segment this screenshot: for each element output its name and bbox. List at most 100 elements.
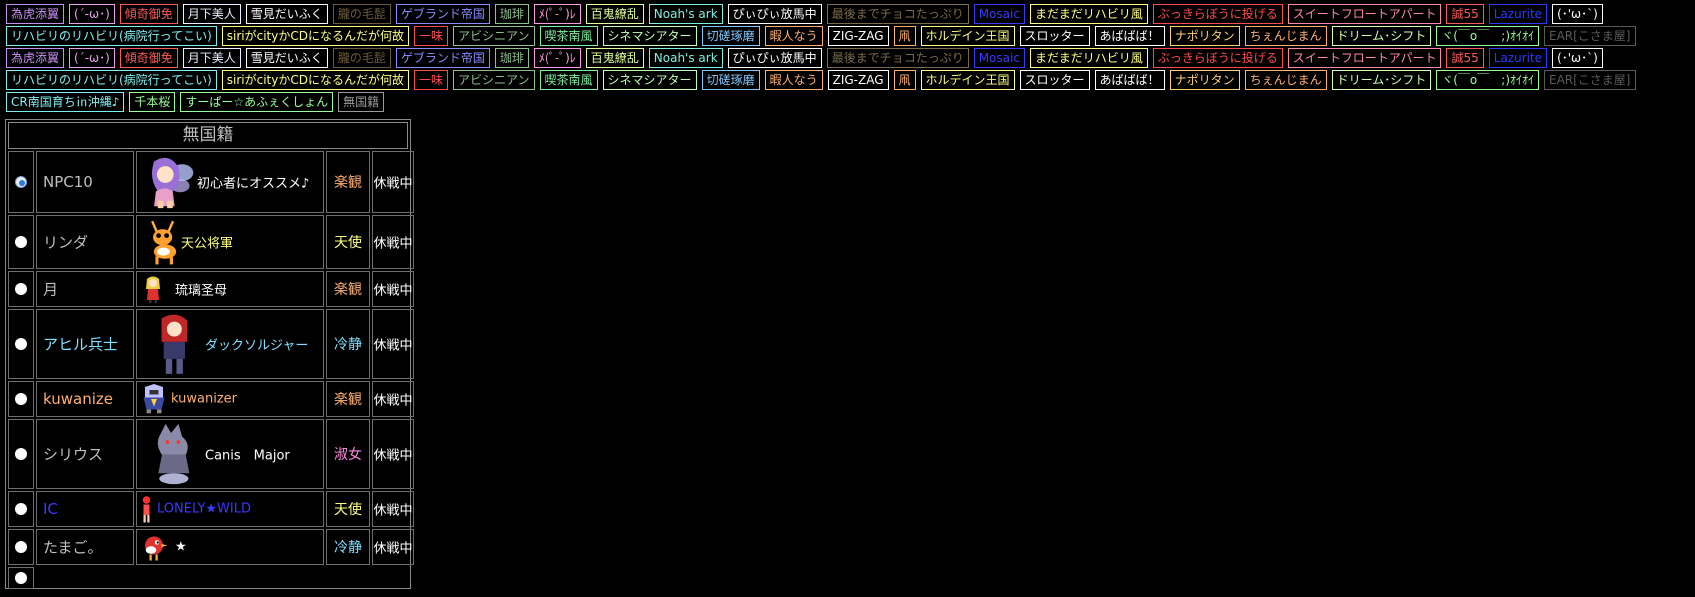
player-message: Canis Major bbox=[205, 448, 290, 464]
country-tag[interactable]: 傾奇御免 bbox=[119, 48, 178, 68]
country-tag[interactable]: ぴぃぴぃ放馬中 bbox=[727, 4, 822, 24]
country-tag[interactable]: 暇人なう bbox=[764, 70, 823, 90]
country-tag[interactable]: まだまだリハビリ風 bbox=[1029, 48, 1148, 68]
status-cell: 休戦中 bbox=[372, 309, 414, 379]
country-tag[interactable]: 雪見だいふく bbox=[245, 4, 328, 24]
select-radio[interactable] bbox=[15, 338, 27, 350]
player-name: シリウス bbox=[43, 445, 104, 464]
country-tag[interactable]: 一味 bbox=[413, 26, 448, 46]
wolf-sprite bbox=[151, 422, 193, 486]
country-tag[interactable]: 百鬼繚乱 bbox=[585, 4, 644, 24]
country-tag[interactable]: スロッター bbox=[1019, 70, 1090, 90]
country-tag[interactable]: まだまだリハビリ風 bbox=[1029, 4, 1148, 24]
country-tag[interactable]: あばばば！ bbox=[1094, 26, 1165, 46]
country-tag[interactable]: シネマシアター bbox=[602, 70, 697, 90]
panel-title: 無国籍 bbox=[8, 122, 408, 149]
country-tag[interactable]: ちぇんじまん bbox=[1244, 70, 1327, 90]
country-tag[interactable]: ZIG-ZAG bbox=[827, 26, 889, 46]
country-tag[interactable]: ドリーム･シフト bbox=[1331, 70, 1432, 90]
country-tag[interactable]: ゲブランド帝国 bbox=[395, 48, 490, 68]
select-radio[interactable] bbox=[15, 393, 27, 405]
country-tag[interactable]: 珈琲 bbox=[494, 48, 529, 68]
country-tag[interactable]: 百鬼繚乱 bbox=[585, 48, 644, 68]
country-tag[interactable]: 月下美人 bbox=[182, 4, 241, 24]
player-status: 休戦中 bbox=[373, 176, 413, 192]
country-tag[interactable]: EAR[こさま屋] bbox=[1544, 70, 1636, 90]
country-tag[interactable]: 喫茶南風 bbox=[539, 26, 598, 46]
country-tag[interactable]: ﾒ(ﾟ-ﾟ)ﾚ bbox=[533, 48, 581, 68]
country-tag[interactable]: ナポリタン bbox=[1169, 26, 1240, 46]
country-tag[interactable]: 月下美人 bbox=[182, 48, 241, 68]
country-tag[interactable]: 凧 bbox=[893, 26, 916, 46]
select-radio[interactable] bbox=[15, 236, 27, 248]
country-tag[interactable]: ドリーム･シフト bbox=[1331, 26, 1432, 46]
select-radio[interactable] bbox=[15, 448, 27, 460]
country-tag[interactable]: アビシニアン bbox=[453, 26, 535, 46]
country-tag[interactable]: ヾ(￣o￣ ;)ｵｲｵｲ bbox=[1436, 26, 1539, 46]
country-tag[interactable]: ホルデイン王国 bbox=[920, 70, 1015, 90]
country-tag[interactable]: リハビリのリハビリ(病院行ってこい) bbox=[6, 70, 217, 90]
country-tag[interactable]: 凧 bbox=[893, 70, 916, 90]
country-tag[interactable]: スイートフロートアパート bbox=[1287, 48, 1442, 68]
country-tag[interactable]: 切磋琢磨 bbox=[701, 26, 760, 46]
country-tag[interactable]: 雪見だいふく bbox=[245, 48, 328, 68]
country-tag[interactable]: 誠55 bbox=[1446, 4, 1484, 24]
country-tag[interactable]: 千本桜 bbox=[129, 92, 176, 112]
player-trait: 楽観 bbox=[334, 175, 362, 191]
country-tag[interactable]: ﾒ(ﾟ-ﾟ)ﾚ bbox=[533, 4, 581, 24]
country-tag[interactable]: 為虎添翼 bbox=[6, 4, 65, 24]
country-tag[interactable]: 切磋琢磨 bbox=[701, 70, 760, 90]
country-tag[interactable]: ZIG-ZAG bbox=[827, 70, 889, 90]
country-tag[interactable]: ぶっきらぼうに投げる bbox=[1152, 4, 1283, 24]
country-tag[interactable]: 為虎添翼 bbox=[6, 48, 65, 68]
country-tag[interactable]: (･'ω･`) bbox=[1552, 48, 1603, 68]
country-tag[interactable]: (´-ω･) bbox=[69, 48, 115, 68]
country-tag[interactable]: CR南国育ち㏌沖縄♪ bbox=[6, 92, 125, 112]
country-tag[interactable]: 無国籍 bbox=[338, 92, 385, 112]
select-radio[interactable] bbox=[15, 541, 27, 553]
country-tag[interactable]: 朧の毛髭 bbox=[332, 4, 391, 24]
country-tag[interactable]: 最後までチョコたっぷり bbox=[826, 4, 969, 24]
country-tag[interactable]: ヾ(￣o￣ ;)ｵｲｵｲ bbox=[1436, 70, 1539, 90]
country-tag[interactable]: シネマシアター bbox=[602, 26, 697, 46]
select-radio[interactable] bbox=[15, 572, 27, 584]
country-tag[interactable]: Noah's ark bbox=[648, 48, 723, 68]
country-tag[interactable]: (´-ω･) bbox=[69, 4, 115, 24]
player-status: 休戦中 bbox=[373, 236, 413, 252]
country-tag[interactable]: リハビリのリハビリ(病院行ってこい) bbox=[6, 26, 217, 46]
country-tag[interactable]: Mosaic bbox=[973, 48, 1025, 68]
country-tag[interactable]: ちぇんじまん bbox=[1244, 26, 1327, 46]
country-tag[interactable]: ホルデイン王国 bbox=[920, 26, 1015, 46]
country-tag[interactable]: 珈琲 bbox=[494, 4, 529, 24]
country-tag[interactable]: ぴぃぴぃ放馬中 bbox=[727, 48, 822, 68]
trait-cell: 楽観 bbox=[326, 381, 370, 417]
country-tag[interactable]: 朧の毛髭 bbox=[332, 48, 391, 68]
country-tag[interactable]: スイートフロートアパート bbox=[1287, 4, 1442, 24]
country-tag[interactable]: Mosaic bbox=[973, 4, 1025, 24]
country-tag[interactable]: EAR[こさま屋] bbox=[1544, 26, 1636, 46]
country-tag[interactable]: ゲブランド帝国 bbox=[395, 4, 490, 24]
country-tag[interactable]: すーぱー☆あふぇくしょん bbox=[180, 92, 334, 112]
country-tag[interactable]: 一味 bbox=[413, 70, 448, 90]
country-tag[interactable]: Lazurite bbox=[1488, 4, 1548, 24]
country-tag[interactable]: (･'ω･`) bbox=[1552, 4, 1603, 24]
select-radio[interactable] bbox=[15, 503, 27, 515]
country-tag[interactable]: ナポリタン bbox=[1169, 70, 1240, 90]
country-tag[interactable]: アビシニアン bbox=[453, 70, 535, 90]
country-tag[interactable]: Lazurite bbox=[1488, 48, 1548, 68]
country-tag[interactable]: 傾奇御免 bbox=[119, 4, 178, 24]
country-tag[interactable]: 誠55 bbox=[1446, 48, 1484, 68]
country-tag[interactable]: ぶっきらぼうに投げる bbox=[1152, 48, 1283, 68]
country-tag[interactable]: 喫茶南風 bbox=[539, 70, 598, 90]
select-radio[interactable] bbox=[15, 176, 27, 188]
icon-cell: ★ bbox=[136, 529, 324, 565]
country-tag[interactable]: Noah's ark bbox=[648, 4, 723, 24]
country-tag[interactable]: スロッター bbox=[1019, 26, 1090, 46]
country-tag[interactable]: 最後までチョコたっぷり bbox=[826, 48, 969, 68]
country-tag[interactable]: siriがcityかCDになるんだが何故 bbox=[221, 26, 409, 46]
select-radio[interactable] bbox=[15, 283, 27, 295]
country-tag[interactable]: siriがcityかCDになるんだが何故 bbox=[221, 70, 409, 90]
country-tag[interactable]: 暇人なう bbox=[764, 26, 823, 46]
player-row: たまご。★冷静休戦中 bbox=[8, 529, 414, 565]
country-tag[interactable]: あばばば！ bbox=[1094, 70, 1165, 90]
